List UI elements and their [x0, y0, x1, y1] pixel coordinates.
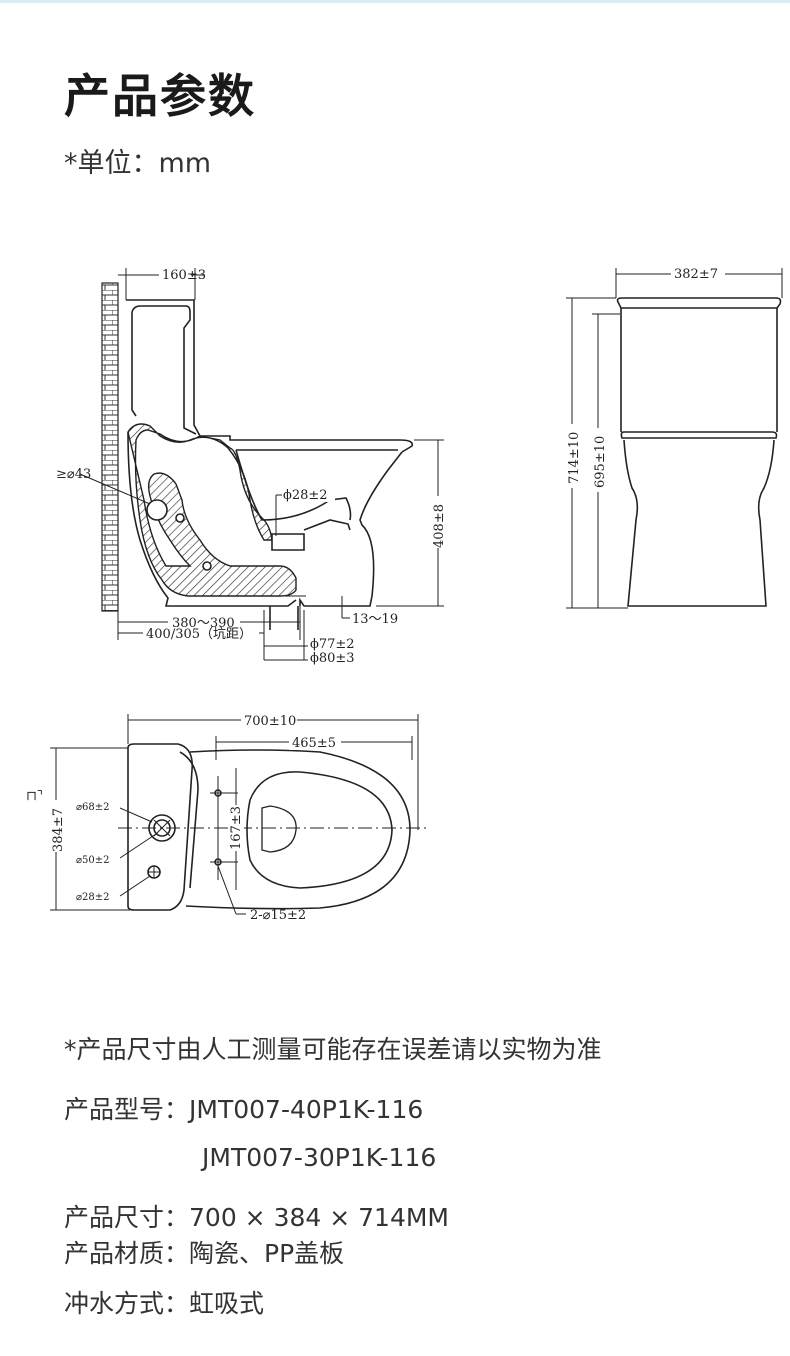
spec-model-label: 产品型号：	[64, 1095, 190, 1124]
dim-depth: 384±7	[51, 808, 66, 852]
dim-bolt-spacing: 167±3	[229, 806, 244, 850]
dim-top-length: 700±10	[244, 714, 296, 729]
dim-top-width: 160±3	[162, 268, 206, 283]
dim-front-width: 382±7	[674, 267, 718, 282]
page-title: 产品参数	[64, 69, 256, 123]
top-bowl	[185, 749, 411, 910]
spec-flush: 冲水方式：虹吸式	[64, 1286, 264, 1322]
spec-flush-label: 冲水方式：	[64, 1289, 190, 1318]
top-seat	[246, 771, 393, 889]
spec-model: 产品型号：JMT007-40P1K-116	[64, 1092, 423, 1128]
spec-material-value: 陶瓷、PP盖板	[189, 1239, 345, 1268]
bowl-outline	[299, 451, 403, 607]
top-view	[127, 743, 411, 911]
dim-height: 408±8	[432, 504, 447, 548]
spec-size-label: 产品尺寸：	[64, 1203, 190, 1232]
side-view	[101, 282, 414, 630]
side-view-dimensions	[79, 268, 444, 661]
spec-size-value: 700 × 384 × 714MM	[189, 1203, 449, 1232]
dim-hole-68: ⌀68±2	[76, 802, 110, 813]
wall	[101, 282, 119, 612]
dim-outlet-dia: ≥⌀43	[56, 467, 91, 482]
dim-bottom-offset: 13～19	[352, 612, 398, 627]
front-seat	[620, 431, 778, 439]
front-view	[616, 297, 782, 607]
spec-model-value-2: JMT007-30P1K-116	[202, 1143, 437, 1172]
spec-model-value-1: JMT007-40P1K-116	[189, 1095, 424, 1124]
front-tank	[616, 297, 782, 309]
dim-hole-28: ⌀28±2	[76, 892, 110, 903]
drain-pipe	[269, 606, 299, 630]
dim-hole-50: ⌀50±2	[76, 855, 110, 866]
dim-bolt-holes: 2-⌀15±2	[250, 908, 306, 923]
spec-material: 产品材质：陶瓷、PP盖板	[64, 1236, 344, 1272]
dim-bowl-length: 465±5	[292, 736, 336, 751]
technical-drawing: 160±3 ≥⌀43 ϕ28±2 408±8 380～390 400/305（坑…	[26, 267, 783, 923]
corner-mark: ⊓⌝	[26, 789, 43, 804]
front-bowl	[623, 439, 775, 607]
unit-label: *单位：mm	[64, 148, 212, 179]
dim-drain-dia-2: ϕ80±3	[310, 651, 355, 666]
spec-flush-value: 虹吸式	[189, 1289, 265, 1318]
disclaimer-note: *产品尺寸由人工测量可能存在误差请以实物为准	[64, 1035, 602, 1064]
spec-model-2: JMT007-30P1K-116	[202, 1140, 436, 1176]
dim-drain-dia-1: ϕ77±2	[310, 637, 355, 652]
spec-material-label: 产品材质：	[64, 1239, 190, 1268]
top-accent-line	[0, 0, 790, 3]
dim-rough-in: 400/305（坑距）	[146, 627, 252, 642]
dim-total-height: 714±10	[567, 432, 582, 484]
tank-outline	[126, 299, 414, 453]
outlet-circle	[146, 499, 168, 521]
top-tank	[127, 743, 194, 911]
dim-inlet-dia: ϕ28±2	[283, 488, 328, 503]
dim-seat-height: 695±10	[593, 436, 608, 488]
spec-size: 产品尺寸：700 × 384 × 714MM	[64, 1200, 449, 1236]
